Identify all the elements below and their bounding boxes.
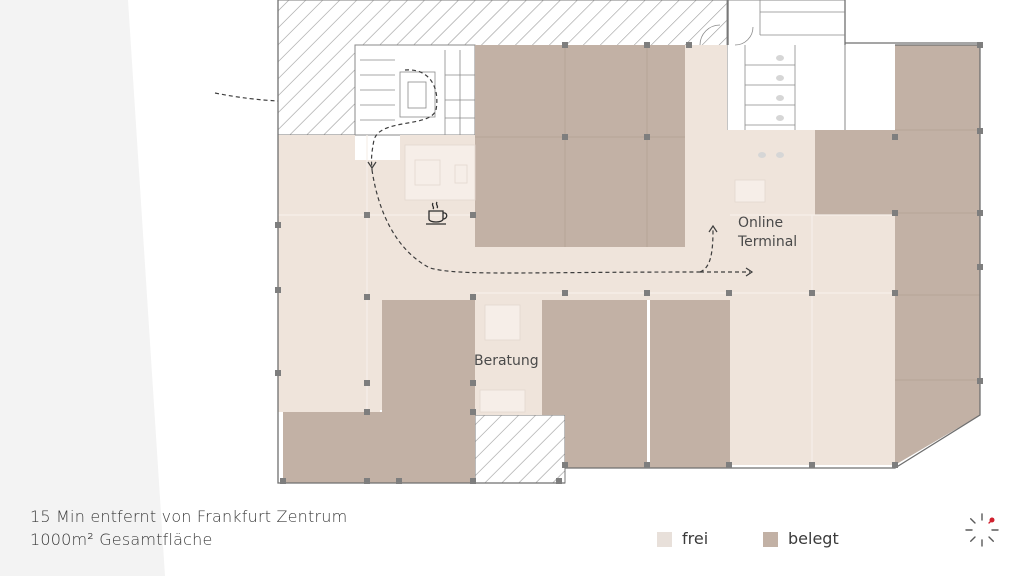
caption-distance: 15 Min entfernt von Frankfurt Zentrum [30, 507, 348, 526]
caption-area: 1000m² Gesamtfläche [30, 530, 213, 549]
legend-occupied-label: belegt [788, 529, 839, 548]
coffee-cup-icon [426, 201, 448, 225]
floor-plan [214, 0, 983, 484]
hatched-structure-bottom [474, 414, 566, 484]
free-area [278, 45, 895, 465]
occupied-area [283, 45, 980, 483]
route-path [370, 69, 438, 171]
label-terminal: Terminal [738, 234, 798, 250]
legend-occupied-swatch [763, 532, 778, 547]
legend-free-swatch [657, 532, 672, 547]
label-online: Online [738, 215, 784, 231]
legend-free-label: frei [682, 529, 709, 548]
route-entrance [214, 92, 279, 102]
loading-spinner-icon [965, 513, 999, 547]
label-beratung: Beratung [474, 353, 539, 369]
label-online-terminal: Online Terminal [738, 214, 797, 252]
